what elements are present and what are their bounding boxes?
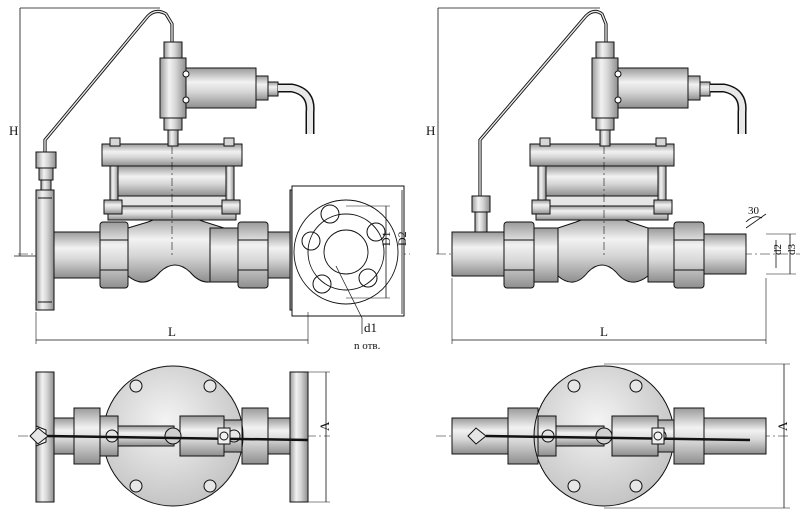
front-view-welded: H xyxy=(426,7,800,344)
angle-label: 30 xyxy=(748,205,760,217)
height-label: H xyxy=(9,123,18,138)
width-label: A xyxy=(317,421,332,431)
width-label-2: A xyxy=(775,421,790,431)
d3-label: d3 xyxy=(786,244,798,256)
holes-count-label: n отв. xyxy=(354,340,381,352)
height-label-2: H xyxy=(426,123,435,138)
flange-face xyxy=(293,199,399,305)
d2-label: d2 xyxy=(772,244,784,255)
length-label: L xyxy=(168,324,176,339)
hole-diameter-label: d1 xyxy=(364,320,377,335)
top-view-welded: A xyxy=(436,363,790,509)
length-label-2: L xyxy=(600,324,608,339)
d2-dim-label: D2 xyxy=(395,231,409,246)
d1-dim-label: D1 xyxy=(379,231,393,246)
front-view-flanged: H xyxy=(9,7,410,352)
top-view-flanged: A xyxy=(18,365,332,507)
